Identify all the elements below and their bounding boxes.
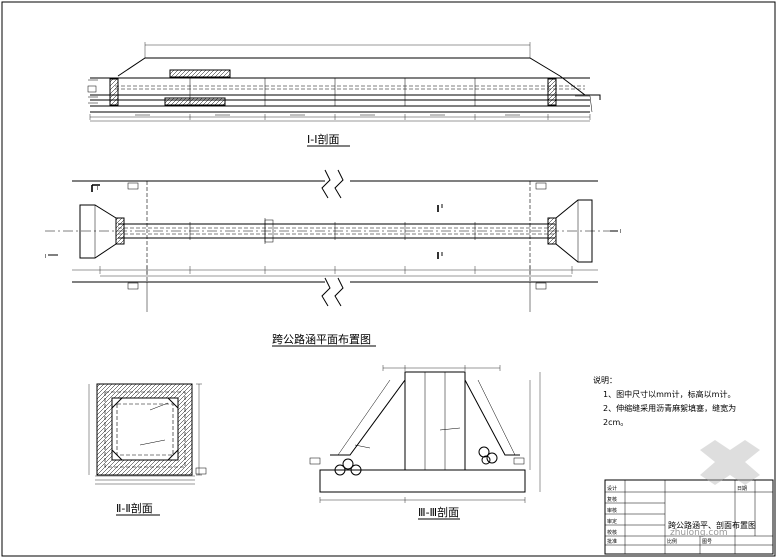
watermark xyxy=(700,440,760,485)
cut-mark-center-upper: Ⅱ xyxy=(441,204,443,210)
title-block xyxy=(604,479,774,555)
tb-field-no: 图号 xyxy=(702,539,712,545)
section-2-2-title: Ⅱ-Ⅱ剖面 xyxy=(116,501,153,515)
cut-mark-left: Ⅰ xyxy=(45,254,46,260)
watermark-text: zhulong.com xyxy=(670,528,728,538)
notes-block: 说明： 1、图中尺寸以mm计，标高以m计。 2、伸缩缝采用沥青麻絮填塞，缝宽为 … xyxy=(593,375,736,427)
cut-mark-top: Ⅰ xyxy=(97,186,98,192)
notes-line-1: 1、图中尺寸以mm计，标高以m计。 xyxy=(603,389,735,399)
tb-field-scale: 比例 xyxy=(667,538,677,545)
section-3-3-title: Ⅲ-Ⅲ剖面 xyxy=(418,505,459,519)
cut-mark-right: Ⅰ xyxy=(620,229,621,235)
section-1-1-title: Ⅰ-Ⅰ剖面 xyxy=(307,132,339,146)
section-1-1-view xyxy=(87,42,601,122)
cut-mark-center-lower: Ⅱ xyxy=(441,252,443,258)
tb-label-3: 审定 xyxy=(607,518,617,525)
plan-view xyxy=(45,169,618,312)
tb-label-5: 批准 xyxy=(607,538,617,545)
tb-field-date: 日期 xyxy=(737,486,747,492)
notes-line-2: 2、伸缩缝采用沥青麻絮填塞，缝宽为 xyxy=(603,403,736,413)
tb-label-1: 复核 xyxy=(607,496,617,503)
section-2-2-view xyxy=(88,383,207,485)
tb-label-4: 校核 xyxy=(607,529,617,536)
plan-title: 跨公路涵平面布置图 xyxy=(272,332,371,346)
tb-label-2: 审核 xyxy=(607,507,617,514)
notes-line-3: 2cm。 xyxy=(603,418,628,427)
tb-label-0: 设计 xyxy=(607,485,617,492)
tb-drawing-name: 跨公路涵平、剖面布置图 xyxy=(668,520,756,530)
notes-heading: 说明： xyxy=(593,375,617,385)
section-3-3-view xyxy=(309,365,541,503)
